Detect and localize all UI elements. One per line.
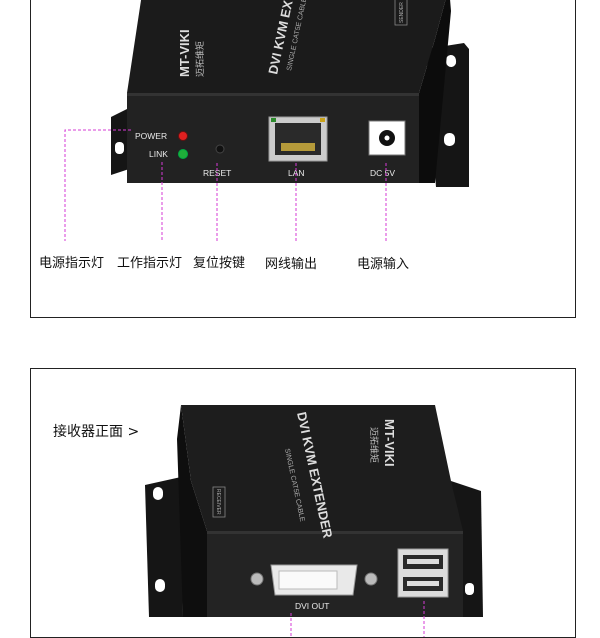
model-tag: RECEIVER	[215, 489, 221, 515]
left-mounting-ear	[145, 477, 183, 617]
receiver-heading: 接收器正面 >	[53, 424, 140, 440]
callout-link-indicator: 工作指示灯	[117, 256, 182, 271]
brand-sub-label: 迈拓维矩	[194, 41, 205, 77]
link-led-icon	[178, 149, 188, 159]
brand-sub-label: 迈拓维矩	[369, 427, 380, 463]
link-label: LINK	[149, 149, 168, 159]
receiver-front-panel: 接收器正面 > MT-VIKI 迈拓维矩 DVI KVM EXTENDER SI…	[30, 368, 576, 638]
usb-ports-icon[interactable]	[397, 548, 449, 598]
callout-power-indicator: 电源指示灯	[39, 256, 104, 271]
callout-network-output: 网线输出	[265, 256, 317, 272]
device-top	[181, 405, 463, 531]
receiver-illustration: MT-VIKI 迈拓维矩 DVI KVM EXTENDER SINGLE CAT…	[145, 405, 483, 637]
sender-back-panel: MT-VIKI 迈拓维矩 DVI KVM EXTENDER SINGLE CAT…	[30, 0, 576, 318]
dvi-out-label: DVI OUT	[295, 601, 329, 611]
dc-jack-icon[interactable]	[368, 120, 406, 156]
dvi-port-icon[interactable]	[250, 564, 378, 596]
reset-button[interactable]	[215, 144, 225, 154]
power-led-icon	[178, 131, 188, 141]
brand-label: MT-VIKI	[382, 419, 397, 467]
callout-reset-button: 复位按键	[193, 256, 245, 271]
sender-illustration: MT-VIKI 迈拓维矩 DVI KVM EXTENDER SINGLE CAT…	[39, 0, 469, 272]
left-mounting-ear	[111, 109, 129, 175]
dc-label: DC 5V	[370, 168, 395, 178]
lan-port-icon[interactable]	[268, 116, 328, 162]
device-top	[127, 0, 446, 93]
power-label: POWER	[135, 131, 167, 141]
callout-power-input: 电源输入	[357, 256, 409, 272]
callout-lines	[64, 129, 387, 243]
brand-label: MT-VIKI	[177, 29, 192, 77]
model-tag: SENDER	[399, 2, 405, 23]
